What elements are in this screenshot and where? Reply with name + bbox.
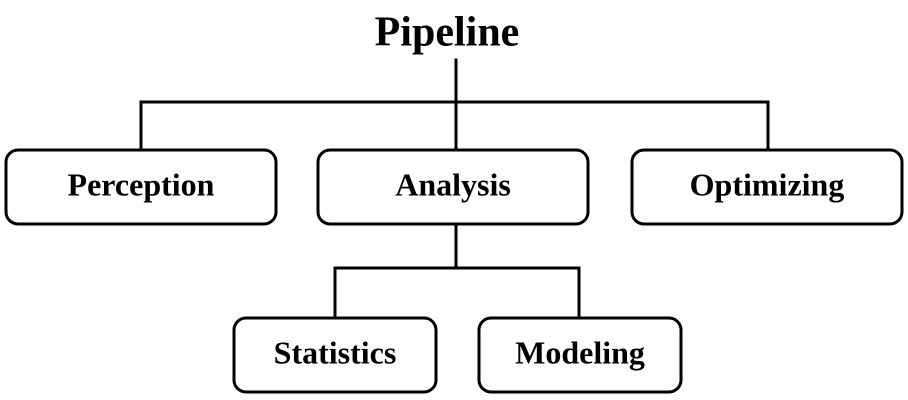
node-modeling-box bbox=[477, 316, 683, 394]
node-perception: Perception bbox=[4, 148, 278, 226]
node-statistics: Statistics bbox=[232, 316, 438, 394]
node-optimizing-label: Optimizing bbox=[690, 166, 845, 202]
node-modeling: Modeling bbox=[477, 316, 683, 394]
node-perception-box bbox=[4, 148, 278, 226]
node-optimizing: Optimizing bbox=[630, 148, 904, 226]
node-statistics-box bbox=[232, 316, 438, 394]
node-statistics-label: Statistics bbox=[274, 334, 397, 370]
node-analysis-label: Analysis bbox=[395, 166, 511, 202]
node-modeling-label: Modeling bbox=[515, 334, 645, 370]
root-connectors bbox=[139, 58, 770, 152]
node-perception-label: Perception bbox=[68, 166, 215, 202]
root-node-label: Pipeline bbox=[375, 10, 520, 56]
node-analysis: Analysis bbox=[316, 148, 590, 226]
node-analysis-box bbox=[316, 148, 590, 226]
node-optimizing-box bbox=[630, 148, 904, 226]
analysis-connectors bbox=[333, 222, 581, 320]
